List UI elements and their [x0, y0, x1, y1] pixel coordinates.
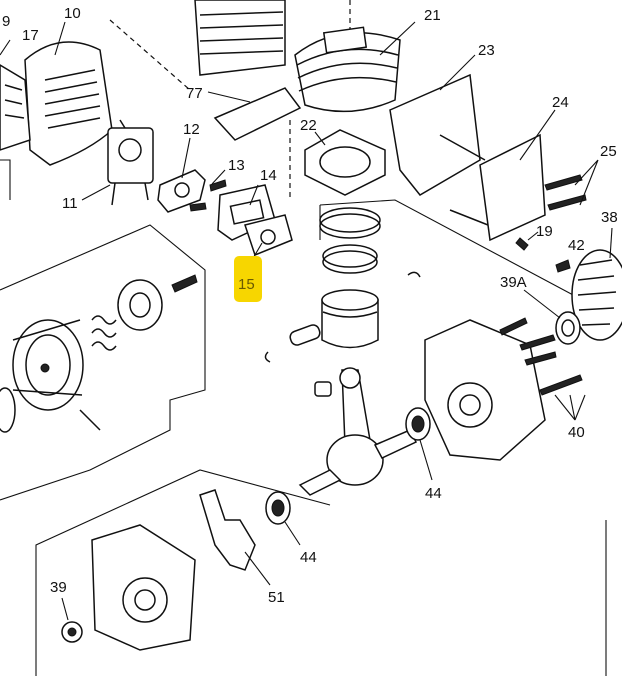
label-14: 14 [260, 167, 277, 184]
part-crankcase-left [91, 524, 196, 651]
label-15: 15 [238, 276, 255, 293]
part-seal-39a [555, 311, 581, 345]
label-19: 19 [536, 223, 553, 240]
label-10: 10 [64, 5, 81, 22]
label-44-left: 44 [300, 549, 317, 566]
label-39a: 39A [500, 274, 527, 291]
label-21: 21 [424, 7, 441, 24]
label-13: 13 [228, 157, 245, 174]
part-labels: 9 10 17 11 12 13 14 15 77 22 21 23 24 25… [2, 5, 618, 606]
label-42: 42 [568, 237, 585, 254]
part-crankcase-right [424, 317, 583, 461]
label-40: 40 [568, 424, 585, 441]
part-gasket-77 [213, 87, 302, 141]
part-cylinder [294, 26, 401, 113]
label-11: 11 [62, 195, 78, 212]
part-heat-shield [389, 73, 481, 196]
label-51: 51 [268, 589, 285, 606]
label-38: 38 [601, 209, 618, 226]
label-44-right: 44 [425, 485, 442, 502]
label-39: 39 [50, 579, 67, 596]
part-carburetor [107, 119, 154, 206]
part-cover [0, 41, 113, 166]
label-77: 77 [186, 85, 203, 102]
part-piston [264, 271, 421, 363]
part-base-gasket [304, 129, 386, 196]
part-flywheel [555, 249, 622, 341]
label-17: 17 [22, 27, 39, 44]
part-piston-rings [319, 207, 381, 274]
leader-lines [0, 21, 613, 621]
part-cylinder-back [194, 0, 286, 76]
part-gaskets [157, 169, 293, 256]
part-bearings [265, 407, 431, 525]
label-24: 24 [552, 94, 569, 111]
label-9: 9 [2, 13, 10, 30]
label-25: 25 [600, 143, 617, 160]
label-23: 23 [478, 42, 495, 59]
part-muffler [439, 133, 587, 251]
highlight-marker [234, 256, 262, 302]
part-nut-39 [61, 621, 83, 643]
part-gasket-51 [199, 489, 256, 571]
part-crankshaft [298, 367, 418, 496]
part-starter [0, 274, 198, 433]
label-12: 12 [183, 121, 200, 138]
label-22: 22 [300, 117, 317, 134]
